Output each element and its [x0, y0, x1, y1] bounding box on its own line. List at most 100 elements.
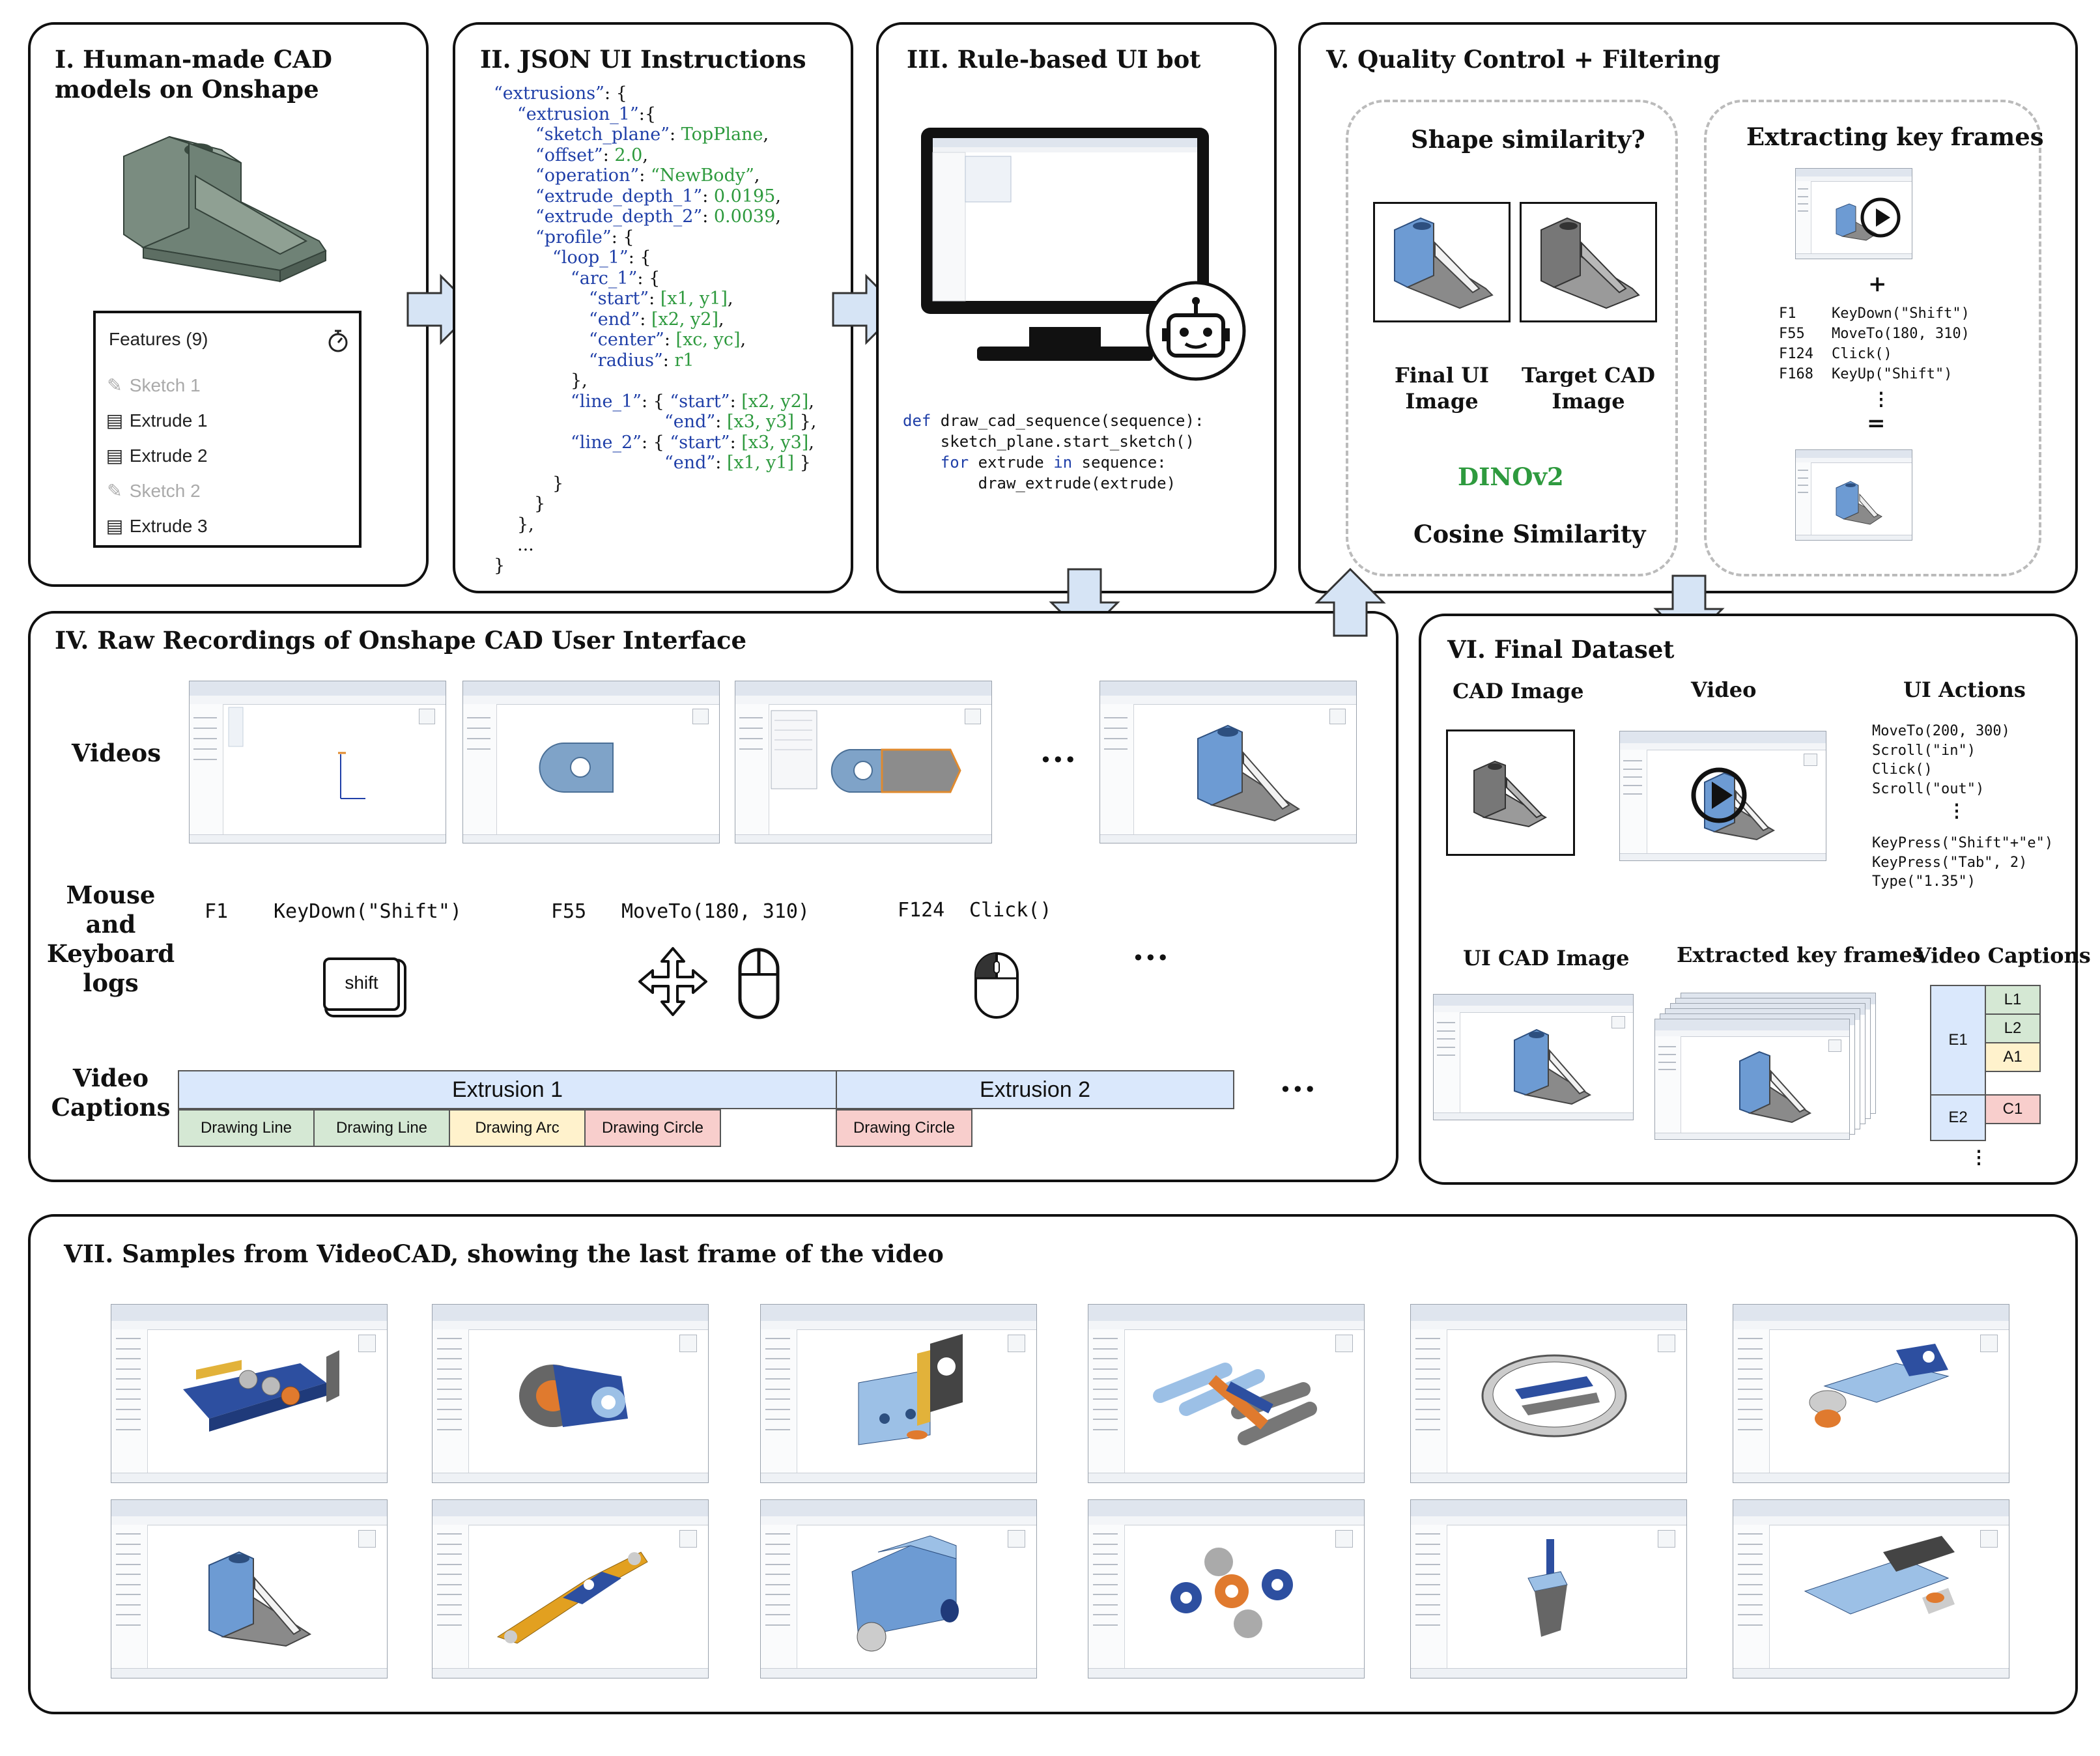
- extrude-icon: ▤: [106, 516, 124, 536]
- ellipsis: •••: [1132, 946, 1169, 970]
- caption-e1-label: E1: [1948, 1031, 1968, 1049]
- video-label: Video: [1691, 677, 1757, 702]
- ui-cad-image-label: UI CAD Image: [1463, 946, 1630, 970]
- cad-model-image: [123, 135, 327, 283]
- dataset-video-thumbnail: [1619, 731, 1826, 861]
- captions-label-line2: Captions: [51, 1093, 171, 1122]
- caption-c1-label: C1: [2002, 1100, 2023, 1118]
- feature-label: Sketch 2: [129, 481, 201, 501]
- play-button-icon[interactable]: [1860, 197, 1901, 238]
- mouse-click-icon: [974, 952, 1019, 1019]
- vdots: ⋮: [1948, 800, 1966, 821]
- cosine-similarity-label: Cosine Similarity: [1413, 520, 1646, 548]
- final-ui-label: Final UI Image: [1373, 362, 1511, 414]
- log3-action: Click(): [969, 899, 1052, 922]
- mouse-keyboard-logs-label: Mouse and Keyboard logs: [46, 881, 176, 998]
- panel1-title-text: I. Human-made CAD models on Onshape: [55, 45, 332, 104]
- panel-json-ui-instructions: [453, 22, 853, 593]
- extracted-key-frames-label: Extracted key frames: [1677, 942, 1924, 967]
- vdots: ⋮: [1872, 388, 1890, 410]
- caption-label: Drawing Circle: [853, 1119, 956, 1137]
- log-frame: F168: [1779, 366, 1813, 382]
- feature-item-extrude-3[interactable]: ▤ Extrude 3: [105, 509, 352, 544]
- final-ui-label-line2: Image: [1405, 389, 1479, 414]
- pencil-icon: ✎: [107, 375, 122, 395]
- sample-screenshot: [1733, 1499, 2009, 1678]
- sample-screenshot: [1088, 1304, 1365, 1483]
- caption-drawing-circle: Drawing Circle: [836, 1109, 972, 1147]
- feature-label: Extrude 3: [129, 516, 208, 536]
- shape-similarity-title: Shape similarity?: [1411, 125, 1645, 154]
- log-action: MoveTo(180, 310): [1832, 326, 1970, 342]
- caption-extrusion-1-label: Extrusion 1: [451, 1077, 563, 1102]
- dataset-cad-image: [1446, 729, 1575, 856]
- caption-extrusion-2-label: Extrusion 2: [979, 1077, 1091, 1102]
- log1-action: KeyDown("Shift"): [274, 900, 462, 923]
- monitor-icon: [921, 128, 1209, 361]
- panel4-title: IV. Raw Recordings of Onshape CAD User I…: [55, 626, 747, 655]
- log-action: Click(): [1832, 346, 1892, 362]
- shift-key-icon: shift: [323, 957, 400, 1011]
- feature-item-extrude-1[interactable]: ▤ Extrude 1: [105, 403, 352, 438]
- panel7-title: VII. Samples from VideoCAD, showing the …: [64, 1239, 944, 1268]
- video-frame-last: [1100, 681, 1357, 843]
- captions-label-line1: Video: [72, 1064, 149, 1092]
- pencil-icon: ✎: [107, 481, 122, 501]
- caption-l2: L2: [1985, 1013, 2041, 1043]
- video-frame-3: [735, 681, 992, 843]
- cad-image-label: CAD Image: [1453, 679, 1584, 703]
- caption-drawing-circle: Drawing Circle: [584, 1109, 721, 1147]
- mouse-icon: [738, 948, 780, 1019]
- key-frame-log-frames: F1 F55 F124 F168: [1779, 304, 1813, 384]
- feature-label: Extrude 1: [129, 410, 208, 431]
- sample-screenshot: [760, 1304, 1037, 1483]
- caption-a1: A1: [1985, 1042, 2041, 1072]
- feature-item-sketch-1[interactable]: ✎ Sketch 1: [105, 368, 352, 403]
- sample-screenshot: [111, 1304, 388, 1483]
- ui-action: Scroll("in"): [1872, 742, 1976, 759]
- caption-e2-label: E2: [1948, 1109, 1968, 1126]
- caption-label: Drawing Arc: [475, 1119, 560, 1137]
- move-cursor-icon: [638, 947, 707, 1016]
- log-frame: F124: [1779, 346, 1813, 362]
- vdots: ⋮: [1970, 1146, 1988, 1168]
- sample-screenshot: [760, 1499, 1037, 1678]
- stopwatch-icon[interactable]: [325, 328, 351, 354]
- feature-label: Extrude 2: [129, 446, 208, 466]
- sample-screenshot: [1410, 1499, 1687, 1678]
- feature-item-extrude-2[interactable]: ▤ Extrude 2: [105, 438, 352, 474]
- caption-c1: C1: [1985, 1094, 2041, 1124]
- log-action: KeyDown("Shift"): [1832, 305, 1970, 322]
- panel5-title: V. Quality Control + Filtering: [1326, 45, 1721, 74]
- caption-label: Drawing Line: [335, 1119, 428, 1137]
- key-frame-log-actions: KeyDown("Shift") MoveTo(180, 310) Click(…: [1832, 304, 1970, 384]
- caption-drawing-line: Drawing Line: [178, 1109, 315, 1147]
- video-frame-1: [189, 681, 446, 843]
- video-frame-2: [462, 681, 720, 843]
- caption-extrusion-2: Extrusion 2: [836, 1070, 1234, 1109]
- log-action: KeyUp("Shift"): [1832, 366, 1953, 382]
- key-frame-input-thumbnail: [1795, 168, 1912, 259]
- feature-label: Sketch 1: [129, 375, 201, 395]
- final-ui-label-line1: Final UI: [1394, 363, 1490, 388]
- caption-e1: E1: [1930, 985, 1986, 1096]
- log3-frame: F124: [898, 899, 945, 922]
- log2-frame: F55: [551, 900, 587, 923]
- logs-label-line2: Keyboard: [46, 939, 175, 968]
- ui-action: Type("1.35"): [1872, 873, 1976, 890]
- log-frame: F55: [1779, 326, 1805, 342]
- caption-l1-label: L1: [2004, 991, 2022, 1008]
- caption-l2-label: L2: [2004, 1019, 2022, 1037]
- play-button-icon[interactable]: [1690, 766, 1748, 825]
- ellipsis: •••: [1279, 1077, 1316, 1102]
- ui-action: KeyPress("Tab", 2): [1872, 854, 2028, 871]
- panel6-title: VI. Final Dataset: [1447, 635, 1675, 664]
- arrow-up-icon: [1314, 567, 1386, 637]
- sample-screenshot: [432, 1304, 709, 1483]
- plus-sign: +: [1868, 271, 1887, 297]
- features-title: Features (9): [109, 329, 208, 349]
- feature-item-sketch-2[interactable]: ✎ Sketch 2: [105, 474, 352, 509]
- key-frames-title: Extracting key frames: [1746, 122, 2044, 151]
- equals-sign: =: [1867, 410, 1886, 436]
- final-ui-image: [1373, 202, 1511, 322]
